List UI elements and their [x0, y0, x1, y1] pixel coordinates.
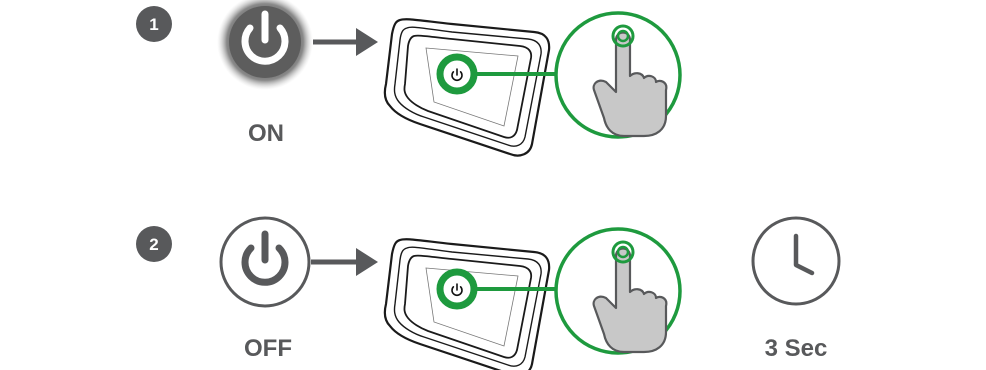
- step-badge: 2: [136, 226, 172, 262]
- step-number: 1: [149, 15, 158, 34]
- power-off-outline-icon: [221, 218, 309, 306]
- step-badge: 1: [136, 6, 172, 42]
- state-label-off: OFF: [244, 335, 292, 362]
- finger-press-icon: [556, 13, 680, 137]
- arrow-right-icon: [311, 248, 378, 276]
- duration-label: 3 Sec: [765, 335, 828, 362]
- step-1: 1 ON: [136, 0, 680, 156]
- power-key-button: [440, 57, 474, 91]
- arrow-right-icon: [313, 28, 378, 56]
- step-number: 2: [149, 235, 158, 254]
- power-on-glow-icon: [217, 0, 313, 90]
- clock-icon: [753, 218, 839, 304]
- power-key-button: [440, 272, 474, 306]
- step-2: 2 OFF 3 Sec: [136, 218, 839, 370]
- finger-press-icon: [556, 229, 680, 353]
- state-label-on: ON: [248, 120, 284, 147]
